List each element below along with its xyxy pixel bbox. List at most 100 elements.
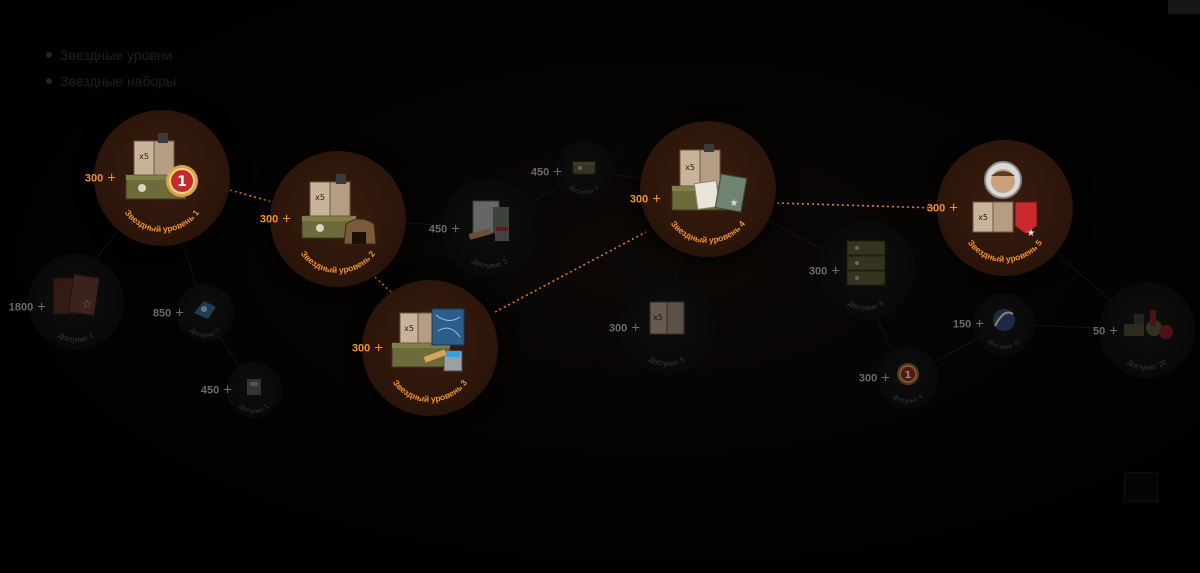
small-crate-icon	[572, 161, 596, 175]
svg-text:Звездный уровень 2: Звездный уровень 2	[299, 249, 377, 275]
node-caption: Звездный уровень 3	[391, 378, 469, 404]
plus-icon: +	[282, 210, 291, 228]
caption-arc: Звездный уровень 2	[299, 249, 377, 275]
cost-value: 300	[808, 265, 828, 277]
reward-cost: 450+	[201, 383, 232, 398]
books-x5-icon: x5	[649, 301, 685, 335]
cost-value: 50	[1092, 325, 1106, 337]
star-level-2-node[interactable]: x5 Звездный уровень 2	[270, 151, 406, 287]
reward-node-small-crate[interactable]: Доступно: 1	[555, 141, 613, 199]
caption-arc: Звездный уровень 3	[391, 378, 469, 404]
svg-text:Доступно: 2: Доступно: 2	[471, 258, 509, 270]
reward-cost: 850+	[153, 306, 184, 321]
star-level-1-node[interactable]: x5 1 Звездный уровень 1	[94, 110, 230, 246]
cost-value: 300	[926, 202, 946, 214]
crate-books-badge-icon: x5 1	[125, 132, 198, 200]
node-caption: Доступно: 1	[568, 184, 601, 196]
reward-cost: 450+	[429, 222, 460, 237]
reward-cost: 450+	[531, 165, 562, 180]
svg-text:x5: x5	[653, 313, 663, 322]
rank-badge-icon: 1	[897, 363, 919, 386]
plus-icon: +	[975, 315, 984, 333]
node-caption: Звездный уровень 1	[123, 208, 201, 234]
reward-node-portrait[interactable]: ☆ Доступно: 1	[28, 254, 124, 350]
close-button[interactable]	[1168, 0, 1200, 14]
svg-text:1: 1	[177, 174, 187, 190]
caption-arc: Доступно: 2	[471, 258, 509, 270]
plus-icon: +	[223, 381, 232, 399]
svg-text:Доступно: 1: Доступно: 1	[57, 332, 95, 344]
crate-map-token-icon: x5 ★	[671, 143, 748, 213]
caption-arc: Доступно: 1	[238, 403, 271, 415]
star-level-2-cost: 300+	[260, 212, 291, 227]
svg-text:Доступно: 5: Доступно: 5	[648, 356, 686, 368]
svg-text:Звездный уровень 4: Звездный уровень 4	[669, 219, 747, 245]
star-level-3-node[interactable]: x5 Звездный уровень 3	[362, 280, 498, 416]
moon-emblem-icon	[993, 309, 1015, 332]
supply-pile-icon	[1124, 310, 1173, 340]
cost-value: 450	[428, 223, 448, 235]
reward-node-rank-badge[interactable]: 1 Доступно: 4	[877, 347, 939, 409]
plus-icon: +	[451, 220, 460, 238]
cost-value: 300	[259, 213, 279, 225]
node-caption: Доступно: 1	[238, 403, 271, 415]
scroll-toggle-button[interactable]	[1124, 472, 1158, 502]
node-caption: Звездный уровень 4	[669, 219, 747, 245]
cost-value: 1800	[8, 301, 34, 313]
reward-node-supply-pile[interactable]: Доступно: 20	[1099, 282, 1195, 378]
node-caption: Звездный уровень 5	[966, 238, 1044, 264]
svg-text:x5: x5	[978, 213, 988, 222]
reward-node-inscription[interactable]: Доступно: 1	[226, 362, 282, 418]
reward-node-crate-stack[interactable]: Доступно: 3	[817, 221, 915, 319]
svg-text:☆: ☆	[82, 297, 93, 311]
blue-emblem-icon	[194, 300, 216, 319]
node-caption: Доступно: 3	[847, 300, 885, 312]
reward-node-books[interactable]: x5 Доступно: 5	[618, 277, 716, 375]
caption-arc: Звездный уровень 5	[966, 238, 1044, 264]
crate-map-paint-icon: x5	[391, 308, 465, 372]
caption-arc: Звездный уровень 4	[669, 219, 747, 245]
reward-node-moon-emblem[interactable]: Доступно: 10	[973, 293, 1035, 355]
legend-dot-icon	[46, 52, 52, 58]
star-level-4-node[interactable]: x5 ★ Звездный уровень 4	[640, 121, 776, 257]
star-level-5-cost: 300+	[927, 201, 958, 216]
legend-item-star-levels[interactable]: Звездные уровни	[46, 42, 176, 68]
svg-text:Доступно: 3: Доступно: 3	[189, 327, 222, 339]
star-level-4-cost: 300+	[630, 192, 661, 207]
star-level-1-cost: 300+	[85, 171, 116, 186]
node-caption: Доступно: 3	[189, 327, 222, 339]
star-level-5-node[interactable]: x5 ★ Звездный уровень 5	[937, 140, 1073, 276]
cosmonaut-portrait-icon: x5 ★	[972, 160, 1038, 239]
node-caption: Доступно: 10	[986, 339, 1022, 351]
legend-item-star-sets[interactable]: Звездные наборы	[46, 68, 176, 94]
crate-books-bunker-icon: x5	[301, 173, 377, 245]
svg-text:x5: x5	[404, 324, 414, 333]
svg-text:Доступно: 10: Доступно: 10	[986, 339, 1022, 351]
svg-text:★: ★	[730, 198, 739, 209]
plus-icon: +	[175, 304, 184, 322]
caption-arc: Доступно: 20	[1126, 359, 1168, 372]
svg-text:x5: x5	[315, 193, 325, 202]
caption-arc: Доступно: 3	[189, 327, 222, 339]
plus-icon: +	[831, 262, 840, 280]
svg-text:Звездный уровень 3: Звездный уровень 3	[391, 378, 469, 404]
reward-node-map-paint[interactable]: Доступно: 2	[441, 179, 539, 277]
reward-cost: 150+	[953, 317, 984, 332]
caption-arc: Доступно: 4	[892, 394, 925, 405]
svg-text:Доступно: 20: Доступно: 20	[1126, 359, 1168, 372]
legend-label: Звездные уровни	[60, 47, 173, 63]
caption-arc: Доступно: 10	[986, 339, 1022, 351]
node-caption: Доступно: 4	[892, 394, 925, 405]
plus-icon: +	[37, 298, 46, 316]
svg-text:Звездный уровень 5: Звездный уровень 5	[966, 238, 1044, 264]
caption-arc: Доступно: 1	[57, 332, 95, 344]
caption-arc: Звездный уровень 1	[123, 208, 201, 234]
svg-text:Доступно: 4: Доступно: 4	[892, 394, 925, 405]
node-caption: Доступно: 20	[1126, 359, 1168, 372]
reward-cost: 50+	[1093, 324, 1118, 339]
map-paint-icon	[468, 200, 509, 242]
node-caption: Доступно: 1	[57, 332, 95, 344]
svg-text:Доступно: 1: Доступно: 1	[238, 403, 271, 415]
svg-text:Звездный уровень 1: Звездный уровень 1	[123, 208, 201, 234]
reward-node-emblem[interactable]: Доступно: 3	[176, 284, 234, 342]
